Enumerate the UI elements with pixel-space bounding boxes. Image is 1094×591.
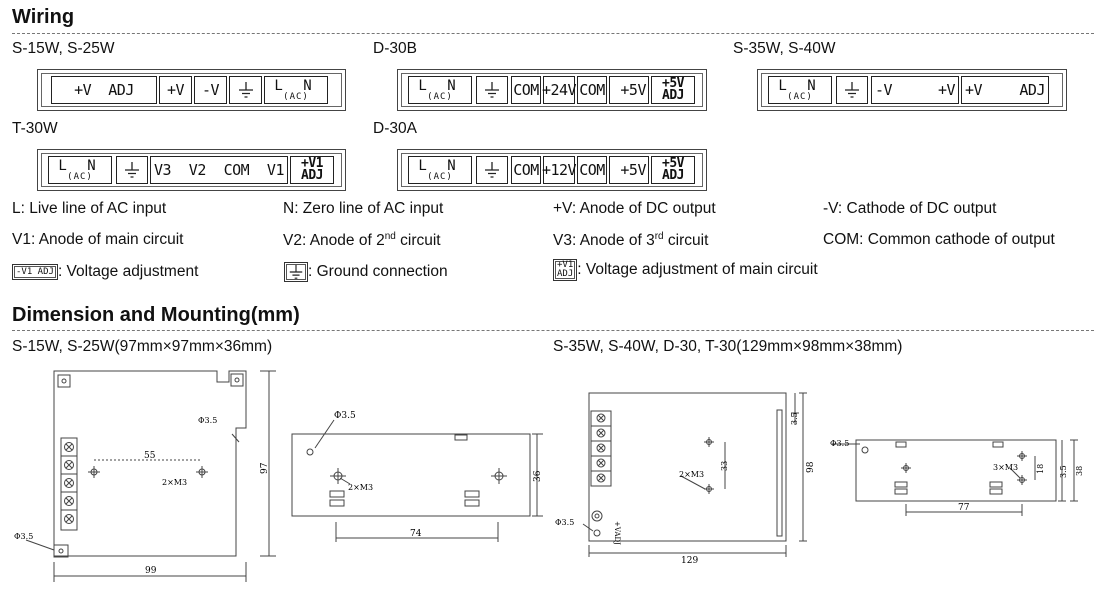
- terminal-com: COM: [577, 156, 607, 184]
- model-d30a-label: D-30A: [373, 120, 417, 137]
- terminal-plus-5v: +5V: [609, 156, 649, 184]
- dim-label: 98: [806, 461, 816, 473]
- terminal-minus-v-plus-v: -V+V: [871, 76, 959, 104]
- dim-label: 55: [144, 451, 156, 461]
- ground-icon: [284, 262, 308, 282]
- dim-label: 129: [681, 556, 698, 563]
- dim-label: 74: [410, 529, 422, 539]
- dimension-heading: Dimension and Mounting(mm): [12, 304, 300, 326]
- dim-label: 3.5: [790, 412, 799, 425]
- dim-label: Φ3.5: [334, 411, 356, 421]
- dim-label: Φ3.5: [830, 439, 849, 448]
- terminal-ac-input: L N(AC): [768, 76, 832, 104]
- dim-label: Φ3.5: [198, 416, 217, 425]
- legend-com: COM: Common cathode of output: [823, 231, 1055, 248]
- terminal-ac-input: L N(AC): [408, 76, 472, 104]
- drawing-large-top-view: +VADJ 2×M3 Φ3.5 129 98 3.5 33: [555, 392, 816, 563]
- legend-vadj: -V1 ADJ: Voltage adjustment: [12, 263, 198, 281]
- ground-icon: [229, 76, 262, 104]
- caption-small-case: S-15W, S-25W(97mm×97mm×36mm): [12, 338, 273, 355]
- terminal-strip: [60, 437, 78, 531]
- dim-label: 99: [145, 566, 157, 576]
- terminal-minus-v: -V: [194, 76, 227, 104]
- dim-label: Φ3.5: [14, 532, 33, 541]
- terminal-ac-input: L N(AC): [48, 156, 112, 184]
- ground-icon: [116, 156, 148, 184]
- terminal-plus-5v: +5V: [609, 76, 649, 104]
- terminal-com: COM: [511, 76, 541, 104]
- dim-label: +VADJ: [613, 521, 621, 545]
- dim-label: 38: [1075, 466, 1084, 476]
- terminal-ac-input: L N(AC): [264, 76, 328, 104]
- drawing-small-top-view: 55 2×M3 Φ3.5 Φ3.5 99 97: [14, 370, 276, 582]
- terminal-plus-12v: +12V: [542, 156, 577, 184]
- dim-label: 2×M3: [162, 478, 187, 487]
- terminal-com: COM: [577, 76, 607, 104]
- legend-v2: V2: Anode of 2nd circuit: [283, 231, 441, 250]
- legend-l: L: Live line of AC input: [12, 200, 167, 217]
- drawing-small-side-view: Φ3.5 2×M3 74 36: [291, 411, 543, 542]
- ground-icon: [836, 76, 868, 104]
- model-d30b-label: D-30B: [373, 40, 417, 57]
- legend-v3: V3: Anode of 3rd circuit: [553, 231, 709, 250]
- dim-label: 97: [260, 462, 270, 474]
- dim-label: 36: [533, 470, 543, 482]
- model-s35-label: S-35W, S-40W: [733, 40, 836, 57]
- dim-label: 2×M3: [679, 470, 704, 479]
- dim-label: 18: [1036, 464, 1045, 474]
- drawing-large-side-view: Φ3.5 3×M3 77 18 3.5 38: [830, 439, 1084, 516]
- ground-icon: [476, 76, 508, 104]
- legend-n: N: Zero line of AC input: [283, 200, 444, 217]
- dim-label: 77: [958, 503, 970, 513]
- dim-label: 3×M3: [993, 463, 1018, 472]
- terminal-ac-input: L N(AC): [408, 156, 472, 184]
- legend-gnd: : Ground connection: [284, 262, 448, 282]
- model-s15-label: S-15W, S-25W: [12, 40, 115, 57]
- caption-large-case: S-35W, S-40W, D-30, T-30(129mm×98mm×38mm…: [553, 338, 903, 355]
- legend-v1: V1: Anode of main circuit: [12, 231, 184, 248]
- dim-label: Φ3.5: [555, 518, 574, 527]
- divider: [12, 330, 1094, 331]
- terminal-vadj: +V ADJ: [51, 76, 157, 104]
- ground-icon: [476, 156, 508, 184]
- legend-minus-v: -V: Cathode of DC output: [823, 200, 997, 217]
- dim-label: 33: [720, 461, 729, 471]
- divider: [12, 33, 1094, 34]
- terminal-com: COM: [511, 156, 541, 184]
- terminal-block-s15: +V ADJ +V -V L N(AC): [37, 69, 346, 111]
- wiring-heading: Wiring: [12, 6, 75, 28]
- terminal-strip: [590, 410, 612, 487]
- vadj-icon: -V1 ADJ: [12, 263, 58, 280]
- terminal-plus-v: +V: [159, 76, 192, 104]
- terminal-plus-24v: +24V: [542, 76, 577, 104]
- dim-label: 3.5: [1059, 465, 1068, 478]
- legend-plus-v: +V: Anode of DC output: [553, 200, 716, 217]
- dim-label: 2×M3: [348, 483, 373, 492]
- model-t30-label: T-30W: [12, 120, 58, 137]
